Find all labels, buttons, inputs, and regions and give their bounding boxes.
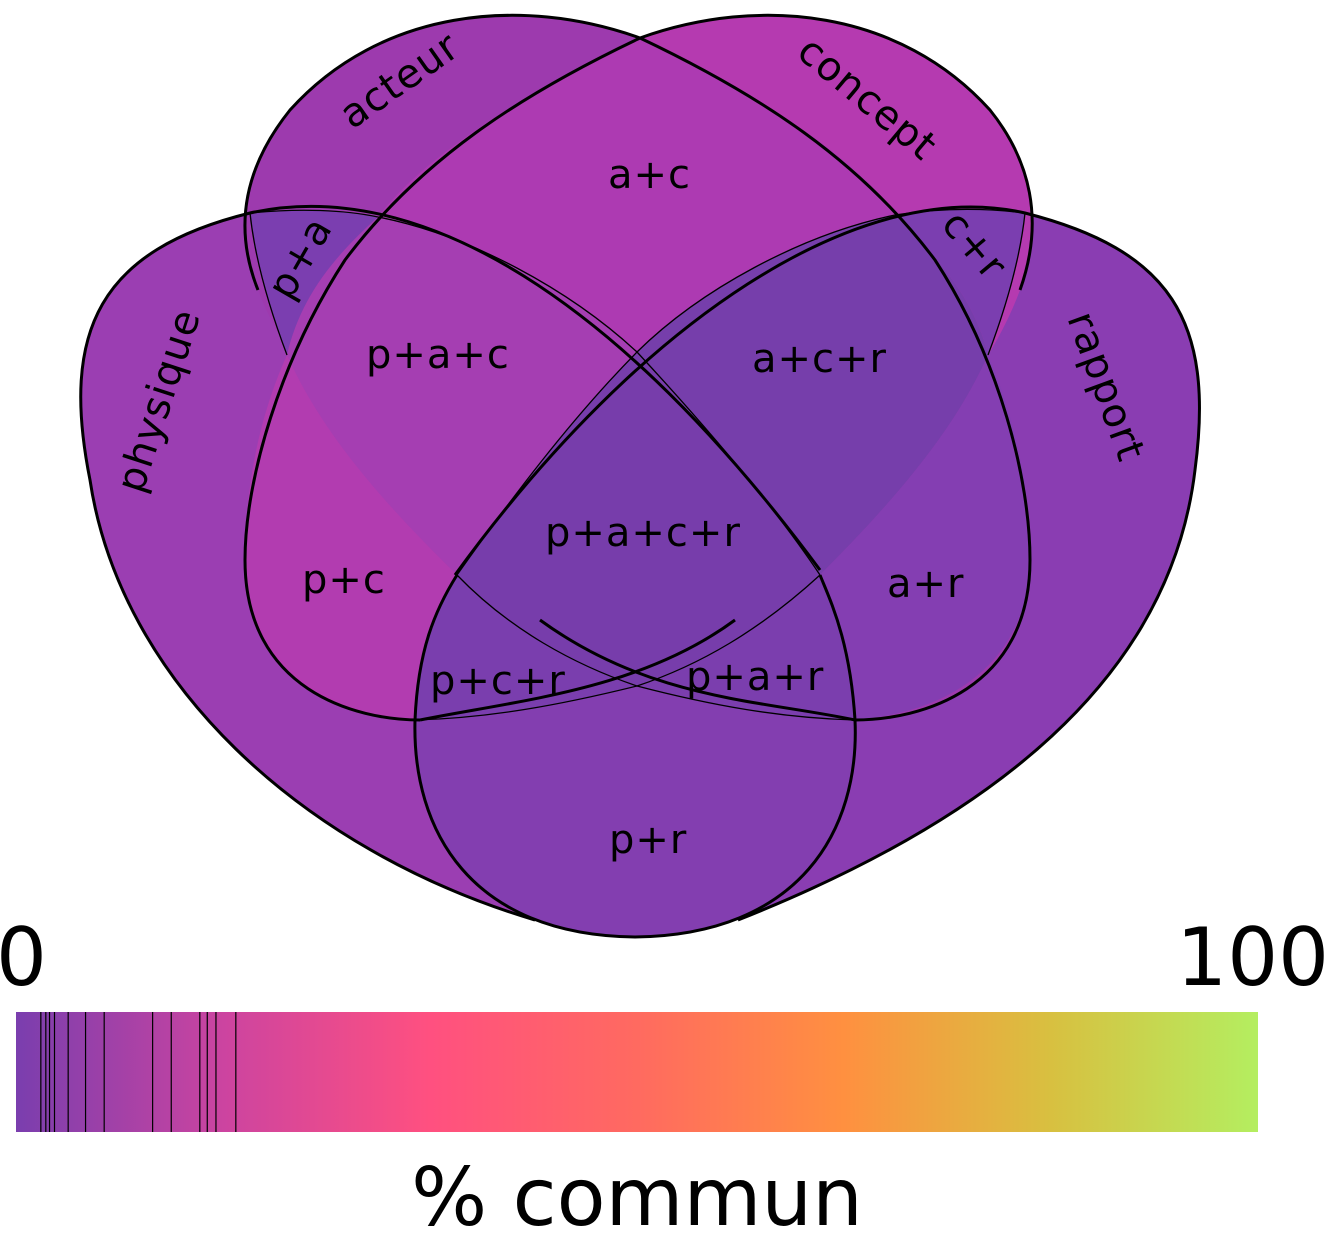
concept-outline bbox=[243, 13, 1034, 722]
inner-curve-3 bbox=[249, 212, 288, 356]
region-label-a-r: a+r bbox=[887, 561, 964, 607]
region-label-a-c-r: a+c+r bbox=[752, 336, 887, 382]
colorbar-min-label: 0 bbox=[0, 911, 47, 1004]
colorbar-ticks bbox=[40, 1012, 237, 1132]
inner-curve-6 bbox=[414, 685, 856, 721]
rapport-outline bbox=[453, 205, 1201, 922]
region-label-p-c: p+c bbox=[302, 557, 386, 603]
colorbar-max-label: 100 bbox=[1176, 911, 1327, 1004]
inner-curve-1 bbox=[249, 209, 821, 576]
region-a-r bbox=[820, 355, 1030, 720]
region-label-p-c-r: p+c+r bbox=[430, 658, 566, 704]
colorbar-title: % commun bbox=[411, 1151, 863, 1244]
inner-curve-2 bbox=[456, 208, 1026, 576]
region-p-a-c-r bbox=[457, 352, 820, 686]
region-label-a-c: a+c bbox=[608, 152, 691, 198]
region-a-c bbox=[378, 38, 895, 352]
region-label-p-a-c-r: p+a+c+r bbox=[545, 510, 741, 556]
region-label-p-a-r: p+a+r bbox=[686, 654, 824, 700]
inner-outlines bbox=[249, 208, 1026, 721]
set-outlines bbox=[79, 13, 1201, 939]
region-a-c-r bbox=[637, 215, 988, 575]
colorbar bbox=[16, 1012, 1258, 1132]
region-p-a-c bbox=[287, 217, 637, 575]
region-label-p-a-c: p+a+c bbox=[366, 332, 510, 378]
inner-curve-4 bbox=[987, 212, 1026, 356]
region-c-r bbox=[895, 209, 1025, 355]
venn-diagram: acteur concept physique rapport p+a c+r … bbox=[79, 13, 1201, 939]
acteur-outline bbox=[243, 13, 1032, 722]
region-p-a-r bbox=[637, 575, 855, 720]
region-p-a bbox=[250, 210, 378, 355]
region-p-c bbox=[245, 355, 457, 720]
colorbar-gradient bbox=[16, 1012, 1258, 1132]
bottom-petal-outline bbox=[413, 574, 857, 939]
region-label-p-r: p+r bbox=[609, 817, 687, 863]
region-p-c-r bbox=[415, 575, 637, 720]
physique-outline bbox=[79, 204, 822, 922]
region-p-r bbox=[414, 686, 856, 937]
